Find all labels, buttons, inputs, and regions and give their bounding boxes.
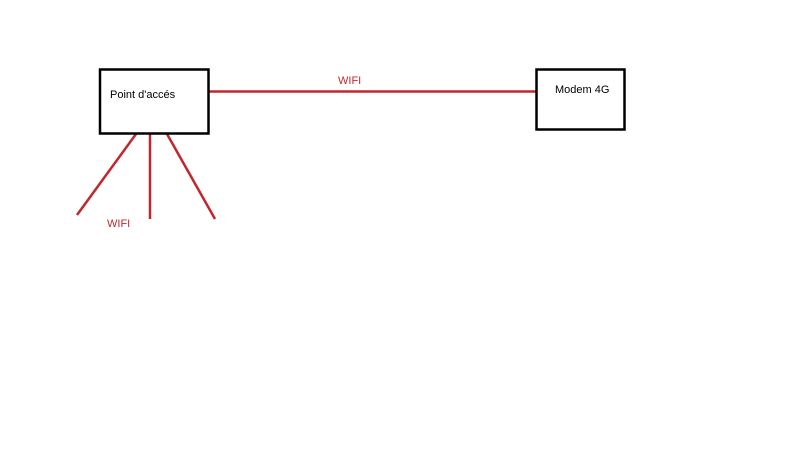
modem-box [535, 68, 626, 131]
access-point-label: Point d'accés [110, 89, 176, 101]
clients-wifi-label: WIFI [107, 218, 130, 230]
uplink-wifi-label: WIFI [338, 75, 361, 87]
access-point-box [98, 68, 210, 135]
modem-label: Modem 4G [555, 84, 609, 96]
client-wifi-line-left [75, 133, 138, 216]
client-wifi-line-right [165, 133, 217, 220]
